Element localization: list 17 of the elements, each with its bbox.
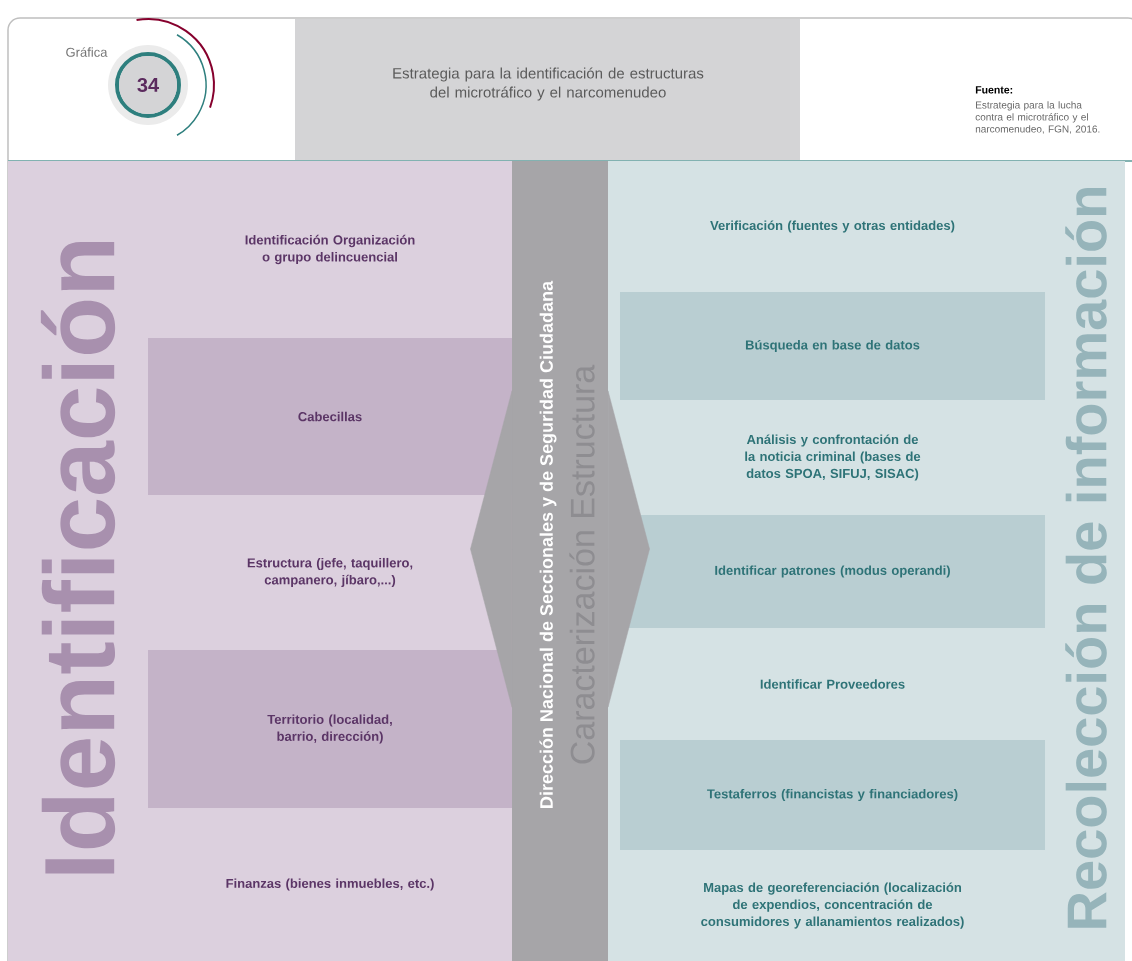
row: Verificación (fuentes y otras entidades)	[710, 220, 955, 233]
title-band: Estrategia para la identificación de estructuras del microtráfico y el narcomenudeo	[295, 19, 800, 160]
source-heading: Fuente:	[975, 86, 1013, 94]
shaded-row: Cabecillas	[148, 338, 512, 495]
row: Mapas de georeferenciación (localización de expendios, concentración de consumidores y allanamientos realizados)	[701, 882, 964, 929]
source-text: Estrategia para la lucha contra el microtráfico y el narcomenudeo, FGN, 2016.	[975, 101, 1100, 134]
shaded-row: Territorio (localidad, barrio, dirección)	[148, 650, 512, 808]
shaded-row: Identificar patrones (modus operandi)	[620, 515, 1045, 628]
row: Análisis y confrontación de la noticia criminal (bases de datos SPOA, SIFUJ, SISAC)	[745, 434, 921, 481]
row: Identificar Proveedores	[760, 679, 905, 689]
shaded-row: Testaferros (financistas y financiadores)	[620, 740, 1045, 850]
row: Estructura (jefe, taquillero, campanero, jíbaro,...)	[247, 557, 413, 588]
row: Finanzas (bienes inmuebles, etc.)	[226, 878, 434, 891]
number-badge: 34	[108, 18, 215, 136]
shaded-row: Búsqueda en base de datos	[620, 292, 1045, 400]
caption-text: Gráfica	[66, 47, 108, 57]
row: Identificación Organización o grupo delincuencial	[245, 234, 415, 265]
